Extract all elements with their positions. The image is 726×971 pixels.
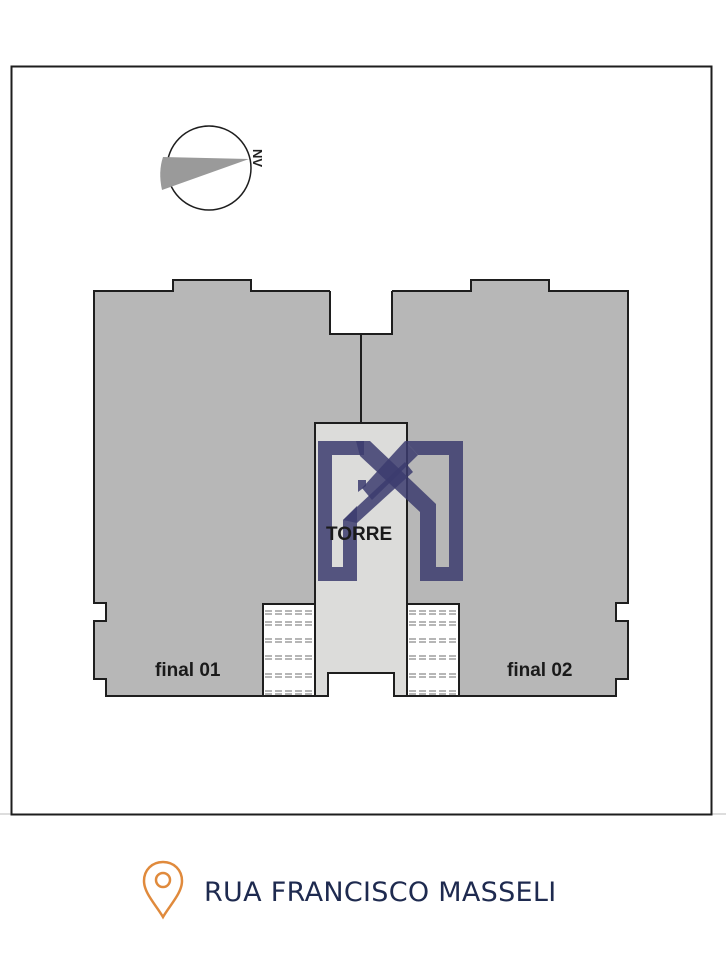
compass-icon bbox=[160, 125, 252, 211]
stairs-left bbox=[262, 603, 316, 697]
map-pin-icon bbox=[140, 859, 186, 926]
tower-label: TORRE bbox=[326, 524, 393, 545]
address-text: RUA FRANCISCO MASSELI bbox=[204, 876, 557, 908]
address-row: RUA FRANCISCO MASSELI bbox=[140, 860, 557, 924]
unit-final-01-label: final 01 bbox=[155, 660, 221, 681]
unit-final-02-label: final 02 bbox=[507, 660, 573, 681]
stairs-right bbox=[406, 603, 460, 697]
north-label: NV bbox=[250, 149, 265, 168]
brand-logo-watermark bbox=[318, 441, 463, 581]
